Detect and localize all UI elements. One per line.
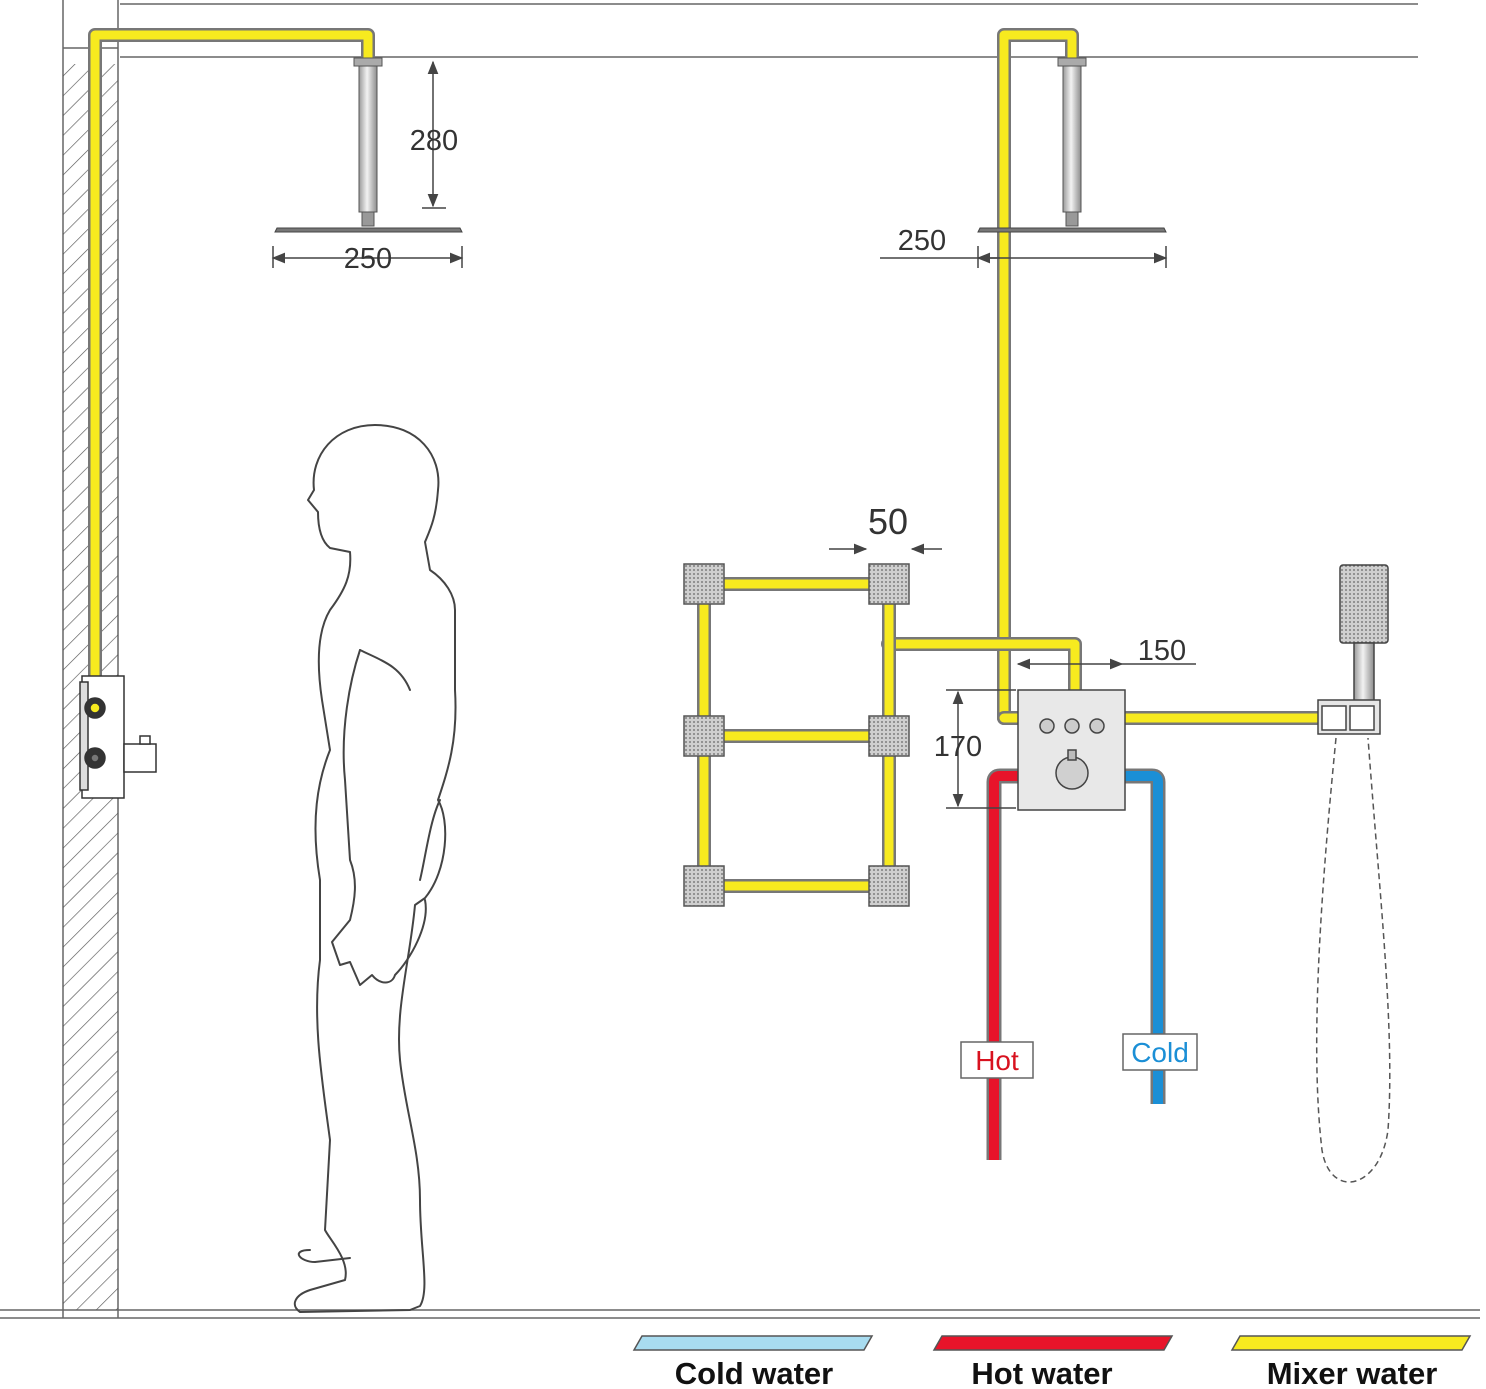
- legend-cold: Cold water: [632, 1335, 874, 1389]
- dim-left-drop: 280: [410, 125, 458, 157]
- room-structure: [0, 0, 1480, 1319]
- legend-hot: Hot water: [932, 1335, 1174, 1389]
- square-nozzle-icon: [683, 563, 725, 605]
- wall-valve: [79, 675, 157, 799]
- cold-label: Cold: [1122, 1033, 1198, 1071]
- svg-text:Hot: Hot: [975, 1045, 1019, 1076]
- square-nozzle-icon: [683, 865, 725, 907]
- dimension-lines: [271, 60, 1196, 809]
- dim-valve-height: 170: [934, 731, 982, 763]
- dim-jet-spacing: 50: [868, 501, 908, 542]
- svg-text:Cold: Cold: [1131, 1037, 1189, 1068]
- left-shower-head: [274, 57, 463, 233]
- square-nozzle-icon: [683, 715, 725, 757]
- square-nozzle-icon: [868, 563, 910, 605]
- svg-text:Hot water: Hot water: [971, 1356, 1112, 1389]
- dim-right-head: 250: [898, 225, 946, 257]
- thermostatic-valve-icon: [1017, 689, 1126, 811]
- svg-text:Cold water: Cold water: [675, 1356, 833, 1389]
- hot-label: Hot: [960, 1041, 1034, 1079]
- right-shower-head: [977, 57, 1167, 233]
- square-nozzle-icon: [868, 715, 910, 757]
- body-jets: [683, 563, 910, 907]
- hot-pipe: [986, 768, 1022, 1160]
- square-nozzle-icon: [868, 865, 910, 907]
- hand-shower-icon: [1315, 564, 1391, 1183]
- mixer-pipes: [88, 28, 1327, 893]
- legend-mixer: Mixer water: [1230, 1335, 1472, 1389]
- person-silhouette: [293, 424, 457, 1313]
- legend: Cold water Hot water Mixer water: [632, 1335, 1472, 1389]
- cold-pipe: [1124, 768, 1166, 1104]
- dim-left-head: 250: [344, 243, 392, 275]
- svg-text:Mixer water: Mixer water: [1267, 1356, 1438, 1389]
- dim-valve-outlet: 150: [1138, 635, 1186, 667]
